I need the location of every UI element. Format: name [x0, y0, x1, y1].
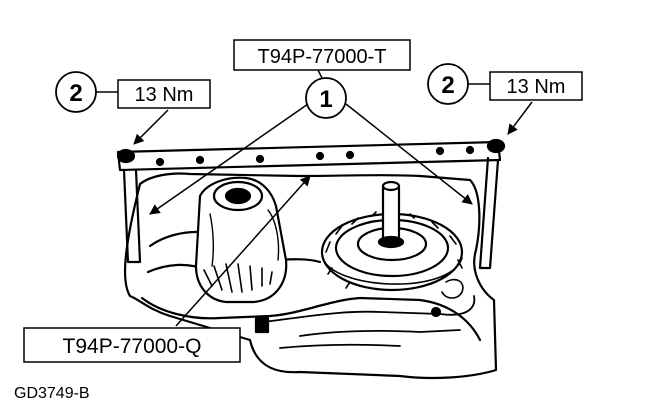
fixture-leg-left: [122, 168, 142, 264]
gear-assembly: [320, 211, 464, 292]
wire-harness: [441, 278, 464, 299]
callout-ref-1: 1: [149, 69, 473, 215]
callout-tool-top: T94P-77000-T: [233, 39, 411, 71]
case-lower-edge: [140, 296, 482, 342]
callout-tool-bottom: T94P-77000-Q: [23, 175, 311, 363]
output-shaft: [377, 180, 405, 249]
bolt-head-right: [486, 138, 506, 154]
tool-top-label: T94P-77000-T: [258, 46, 387, 68]
figure-id: GD3749-B: [14, 385, 90, 402]
valve-body-contour: [261, 295, 476, 349]
differential-bore: [212, 180, 264, 212]
fixture-bolt-holes: [155, 145, 475, 167]
transaxle-housing: [116, 138, 506, 380]
callout-right-torque: 2 13 Nm: [427, 63, 583, 135]
ref-2-left-number: 2: [69, 80, 82, 107]
bolt-head-left: [116, 148, 136, 164]
torque-left-value: 13 Nm: [135, 84, 194, 106]
torque-right-value: 13 Nm: [507, 76, 566, 98]
connector: [254, 316, 270, 334]
ref-2-right-number: 2: [441, 72, 454, 99]
case-outline: [123, 172, 498, 380]
differential-housing: [194, 176, 288, 304]
tool-bottom-label: T94P-77000-Q: [63, 335, 202, 358]
ref-1-number: 1: [319, 86, 332, 113]
callout-left-torque: 2 13 Nm: [55, 71, 211, 145]
fixture-bar: [116, 140, 502, 172]
fixture-leg-right: [478, 156, 500, 270]
